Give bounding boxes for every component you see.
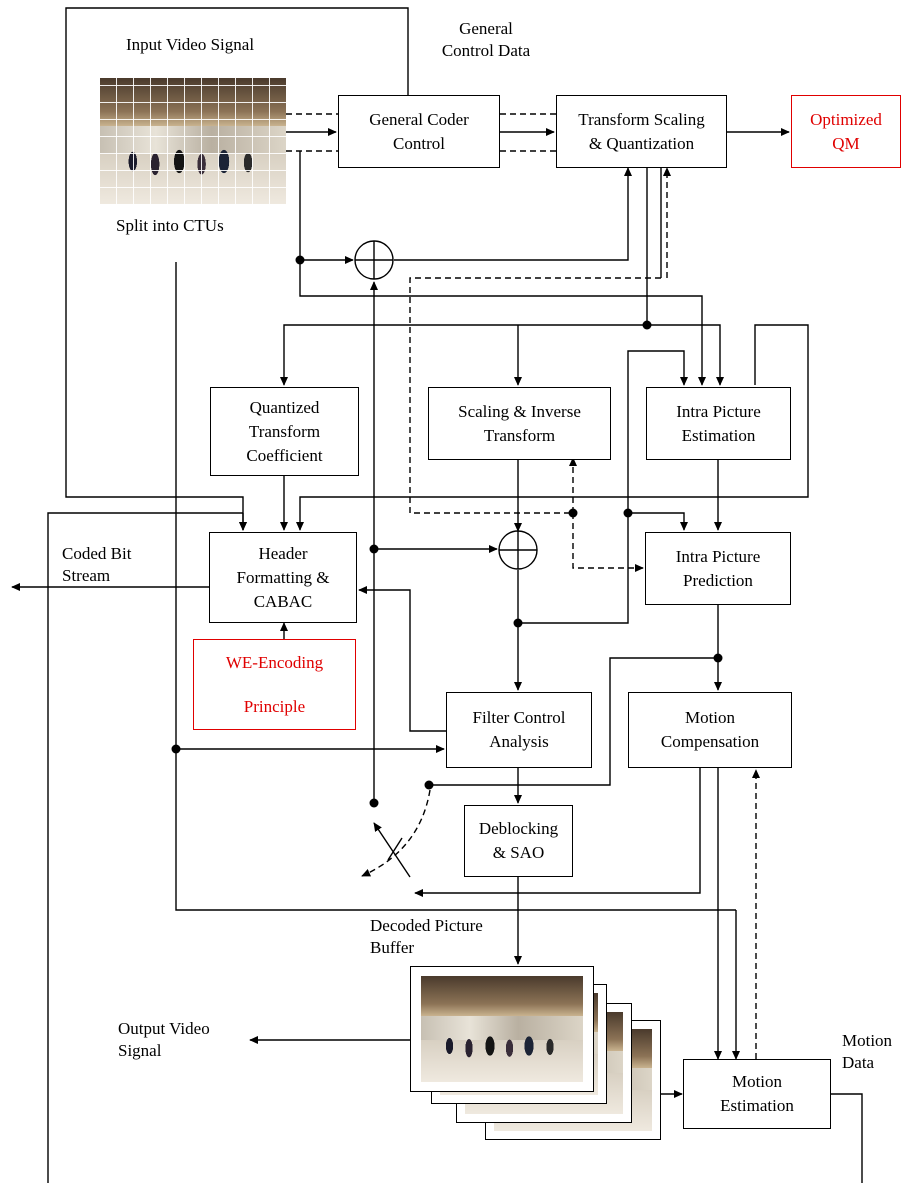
junction-dot [513,618,523,628]
general-control-data-label: General Control Data [441,19,531,60]
split-into-ctus-label: Split into CTUs [116,216,224,235]
wire-left-to-fca [175,262,736,911]
wire-me-motion-data [831,1093,863,1183]
coded-bit-stream-label: Coded Bit Stream [62,544,132,585]
wire-ipe-right-loop [295,324,809,531]
wire-dashed-to-ipp [572,513,644,573]
switch-tick [387,837,403,861]
wire-header-left-loop [47,512,243,1183]
header-formatting-cabac-block: Header Formatting & CABAC [209,532,357,623]
motion-estimation-block: Motion Estimation [683,1059,831,1129]
switch-lever [373,822,411,878]
motion-compensation-block: Motion Compensation [628,692,792,768]
filter-control-analysis-block: Filter Control Analysis [446,692,592,768]
wire-switch-top [429,657,718,786]
wire-junction-to-ipe [518,350,689,624]
scaling-inverse-transform-block: Scaling & Inverse Transform [428,387,611,460]
input-video-frame [100,78,286,204]
junction-dot [295,255,305,265]
wire-fca-to-header [358,585,446,732]
motion-data-label: Motion Data [842,1031,893,1072]
input-video-signal-label: Input Video Signal [126,35,255,54]
general-coder-control-block: General Coder Control [338,95,500,168]
switch-arc [361,789,431,877]
we-encoding-principle-block: WE-Encoding Principle [193,639,356,730]
junction-dot [369,798,379,808]
junction-dot [369,544,379,554]
junction-dot [424,780,434,790]
output-video-signal-label: Output Video Signal [118,1019,210,1060]
wire-bus-to-ipe [647,324,725,386]
junction-dot [623,508,633,518]
junction-dot [713,653,723,663]
dpb-frame-1 [410,966,594,1092]
wire-junction-to-ipp [628,512,689,531]
wire-input-to-header-left [65,7,409,531]
intra-picture-prediction-block: Intra Picture Prediction [645,532,791,605]
wire-mc-to-switch [414,768,701,898]
quantized-transform-coefficient-block: Quantized Transform Coefficient [210,387,359,476]
transform-scaling-quantization-block: Transform Scaling & Quantization [556,95,727,168]
junction-dot [568,508,578,518]
junction-dot [642,320,652,330]
decoded-picture-buffer-label: Decoded Picture Buffer [370,916,483,957]
intra-picture-estimation-block: Intra Picture Estimation [646,387,791,460]
junction-dot [171,744,181,754]
wire-input-to-ipe [299,260,707,386]
wire-sum-to-tsq [394,167,633,261]
optimized-qm-block: Optimized QM [791,95,901,168]
wire-bus-to-qtc [279,324,647,386]
deblocking-sao-block: Deblocking & SAO [464,805,573,877]
wire-dashed-feedback [409,277,661,514]
